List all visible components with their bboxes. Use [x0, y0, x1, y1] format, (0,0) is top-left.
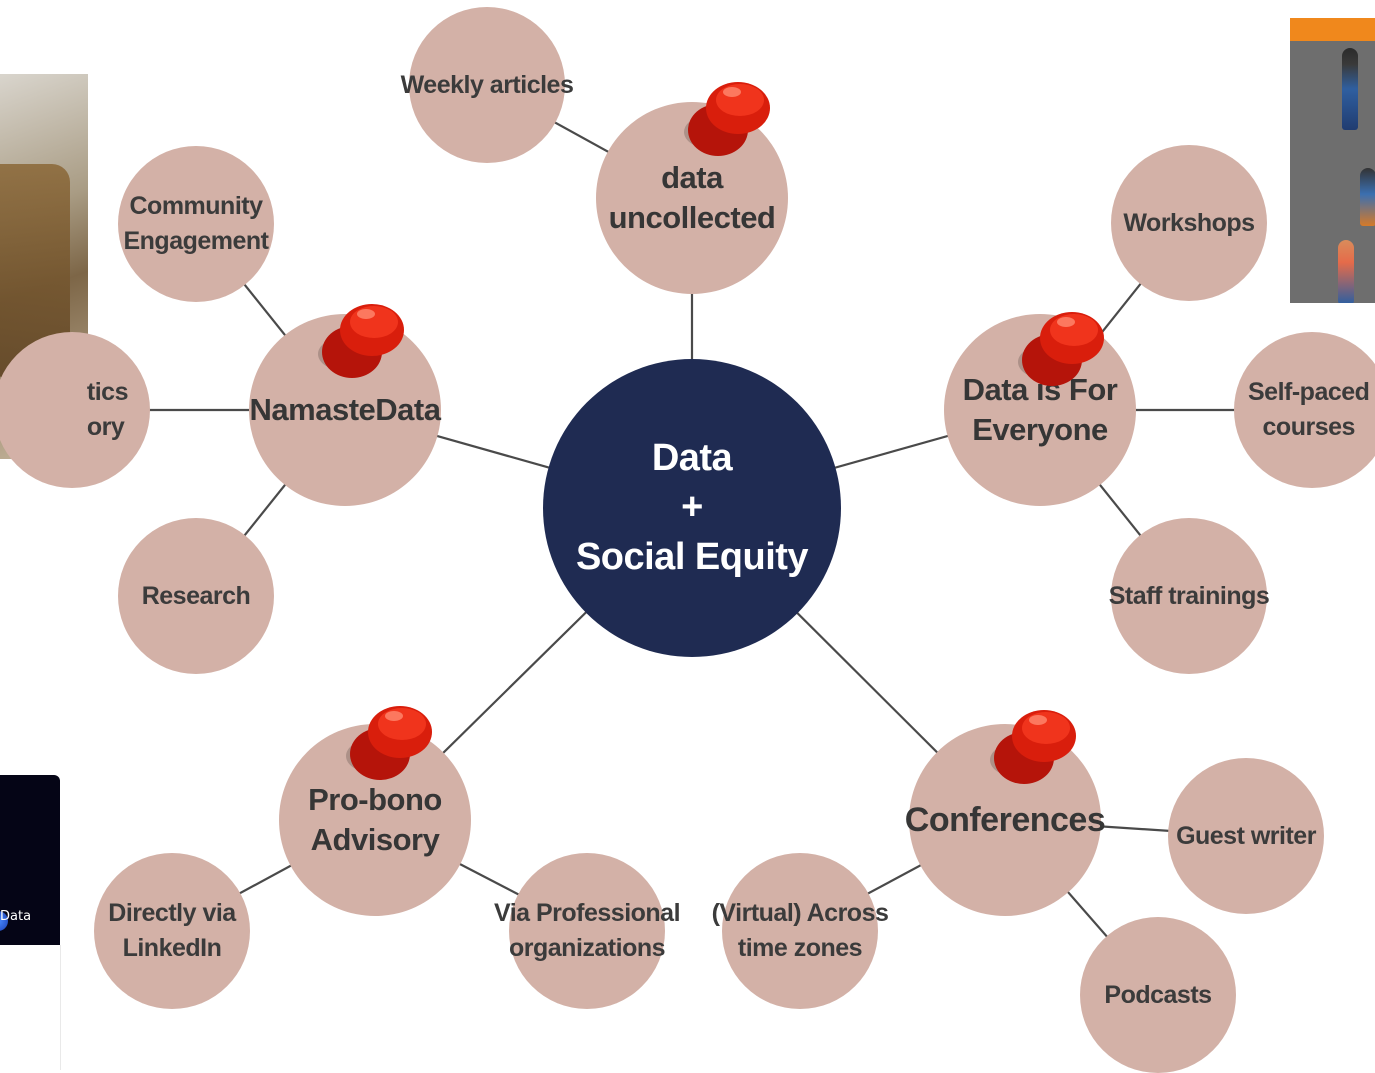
node-label: Community Engagement	[123, 192, 269, 255]
pushpin-icon	[990, 710, 1076, 784]
node-analytics-history[interactable]: tics ory	[0, 332, 150, 488]
node-label: Pro-bono Advisory	[308, 781, 442, 857]
node-guest-writer[interactable]: Guest writer	[1168, 758, 1324, 914]
node-self-paced-courses[interactable]: Self-paced courses	[1234, 332, 1375, 488]
node-label: Via Professional organizations	[493, 899, 681, 962]
node-label: Staff trainings	[1108, 581, 1270, 610]
center-label-line3: Social Equity	[575, 535, 809, 578]
node-label: Data is For Everyone	[962, 371, 1118, 447]
node-label: Conferences	[904, 800, 1106, 839]
right-illustration-image	[1290, 18, 1375, 303]
node-directly-via-linkedin[interactable]: Directly via LinkedIn	[94, 853, 250, 1009]
node-label: (Virtual) Across time zones	[711, 899, 889, 962]
node-weekly-articles[interactable]: Weekly articles	[401, 7, 574, 163]
person-figure	[1342, 48, 1358, 130]
node-center-data-social-equity[interactable]: Data + Social Equity	[543, 359, 841, 657]
person-figure	[1360, 168, 1375, 226]
logo-circle-icon	[0, 911, 8, 931]
node-staff-trainings[interactable]: Staff trainings	[1108, 518, 1270, 674]
node-label: Guest writer	[1176, 821, 1316, 850]
node-label: tics ory	[86, 378, 129, 441]
card-strip	[0, 945, 61, 1070]
node-via-professional-organizations[interactable]: Via Professional organizations	[494, 853, 681, 1009]
orange-banner	[1290, 18, 1375, 41]
node-label: data uncollected	[608, 159, 776, 235]
pushpin-icon	[684, 82, 770, 156]
node-label: Directly via LinkedIn	[108, 899, 236, 962]
node-workshops[interactable]: Workshops	[1111, 145, 1267, 301]
node-label: Self-paced courses	[1248, 378, 1370, 441]
card-text: Data	[0, 909, 32, 924]
node-label: Research	[141, 581, 251, 610]
center-label-line1: Data	[651, 436, 733, 479]
pushpin-icon	[346, 706, 432, 780]
node-label: Podcasts	[1104, 980, 1212, 1009]
node-label: Weekly articles	[400, 70, 574, 99]
pushpin-icon	[1018, 312, 1104, 386]
node-virtual-across-time-zones[interactable]: (Virtual) Across time zones	[712, 853, 889, 1009]
pushpin-icon	[318, 304, 404, 378]
node-community-engagement[interactable]: Community Engagement	[118, 146, 274, 302]
person-figure	[1338, 240, 1354, 303]
node-research[interactable]: Research	[118, 518, 274, 674]
linkedin-card: Data	[0, 775, 60, 945]
node-label: Workshops	[1123, 208, 1255, 237]
center-label-line2: +	[681, 486, 703, 529]
node-podcasts[interactable]: Podcasts	[1080, 917, 1236, 1073]
node-label: NamasteData	[249, 391, 441, 427]
